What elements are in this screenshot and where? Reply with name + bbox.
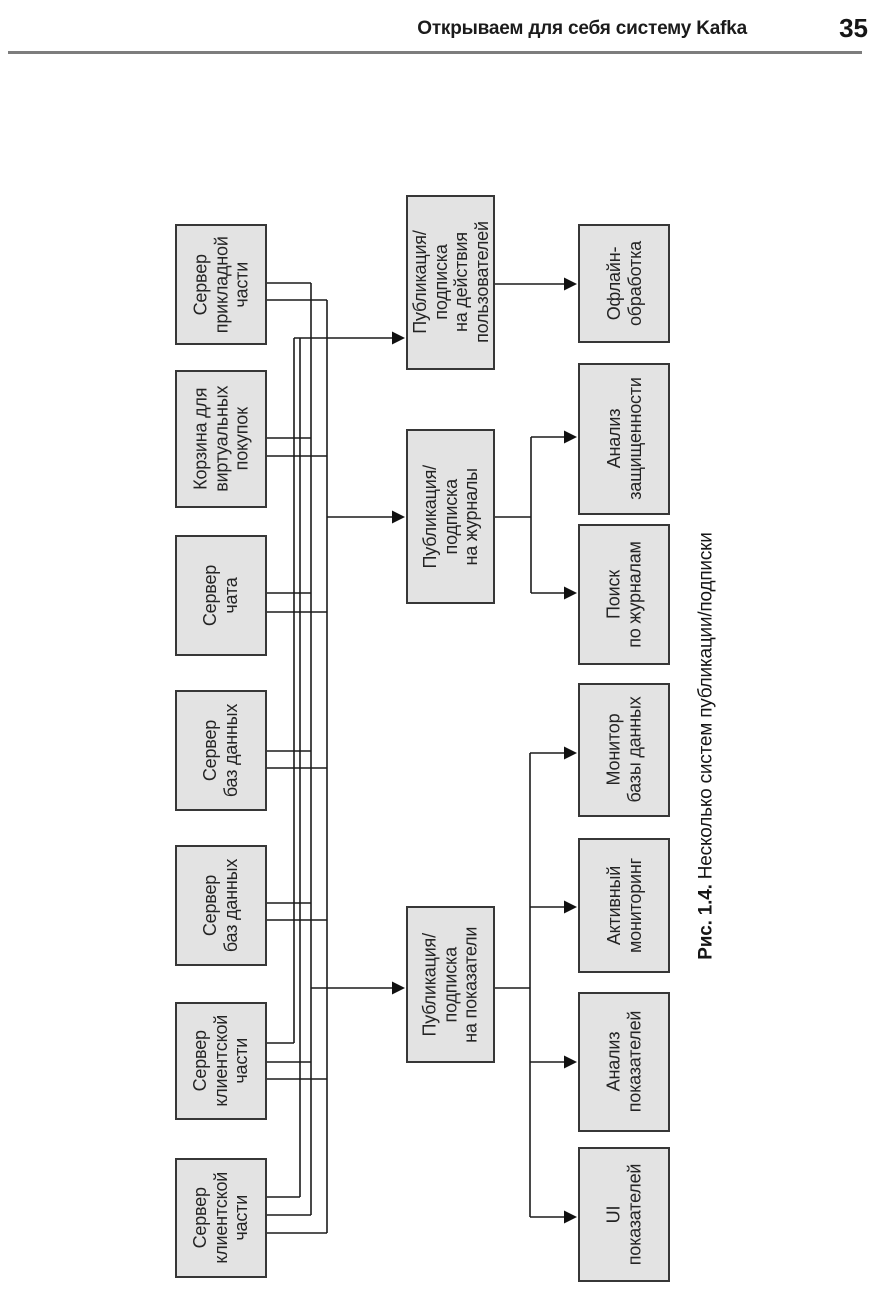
pubsub-box-user-actions: Публикация/ подписка на действия пользов…	[406, 195, 495, 370]
consumer-box-offline-processing: Офлайн- обработка	[578, 224, 670, 343]
pubsub-box-metrics: Публикация/ подписка на показатели	[406, 906, 495, 1063]
source-box-frontend-server-1: Сервер клиентской части	[175, 1002, 267, 1120]
consumer-box-active-monitoring: Активный мониторинг	[578, 838, 670, 973]
pubsub-box-label: Публикация/ подписка на показатели	[419, 926, 481, 1043]
consumer-box-metrics-analysis: Анализ показателей	[578, 992, 670, 1132]
consumer-box-log-search: Поиск по журналам	[578, 524, 670, 665]
pubsub-box-logs: Публикация/ подписка на журналы	[406, 429, 495, 604]
arrowheads	[392, 277, 577, 1224]
consumer-box-label: UI показателей	[603, 1163, 644, 1266]
consumer-box-label: Монитор базы данных	[603, 696, 644, 804]
consumer-box-security-analysis: Анализ защищенности	[578, 363, 670, 515]
source-box-label: Сервер баз данных	[200, 703, 242, 798]
source-box-frontend-server-2: Сервер клиентской части	[175, 1158, 267, 1278]
page-header-title: Открываем для себя систему Kafka	[417, 18, 747, 39]
source-box-label: Корзина для виртуальных покупок	[190, 385, 252, 493]
source-box-database-server-2: Сервер баз данных	[175, 845, 267, 966]
source-box-application-server: Сервер прикладной части	[175, 224, 267, 345]
consumer-box-label: Поиск по журналам	[603, 541, 645, 648]
source-box-label: Сервер чата	[200, 564, 241, 627]
consumer-box-label: Анализ защищенности	[603, 377, 645, 501]
figure-caption: Рис. 1.4. Несколько систем публикации/по…	[696, 528, 722, 965]
consumer-box-label: Офлайн- обработка	[603, 241, 644, 326]
consumer-box-label: Анализ показателей	[603, 1011, 644, 1113]
pubsub-box-label: Публикация/ подписка на журналы	[419, 464, 481, 569]
consumer-box-database-monitor: Монитор базы данных	[578, 683, 670, 817]
source-box-database-server-1: Сервер баз данных	[175, 690, 267, 811]
source-box-label: Сервер прикладной части	[190, 236, 252, 333]
header-rule	[8, 51, 862, 54]
pubsub-box-label: Публикация/ подписка на действия пользов…	[409, 221, 492, 344]
consumer-box-metrics-ui: UI показателей	[578, 1147, 670, 1282]
page-number: 35	[839, 13, 868, 43]
figure-caption-text: Несколько систем публикации/подписки	[695, 532, 717, 885]
source-box-label: Сервер клиентской части	[190, 1015, 252, 1107]
figure-caption-number: Рис. 1.4.	[695, 884, 717, 960]
source-box-label: Сервер клиентской части	[190, 1172, 252, 1264]
source-box-label: Сервер баз данных	[200, 858, 242, 953]
source-box-shopping-cart: Корзина для виртуальных покупок	[175, 370, 267, 508]
source-box-chat-server: Сервер чата	[175, 535, 267, 656]
consumer-box-label: Активный мониторинг	[603, 857, 645, 954]
